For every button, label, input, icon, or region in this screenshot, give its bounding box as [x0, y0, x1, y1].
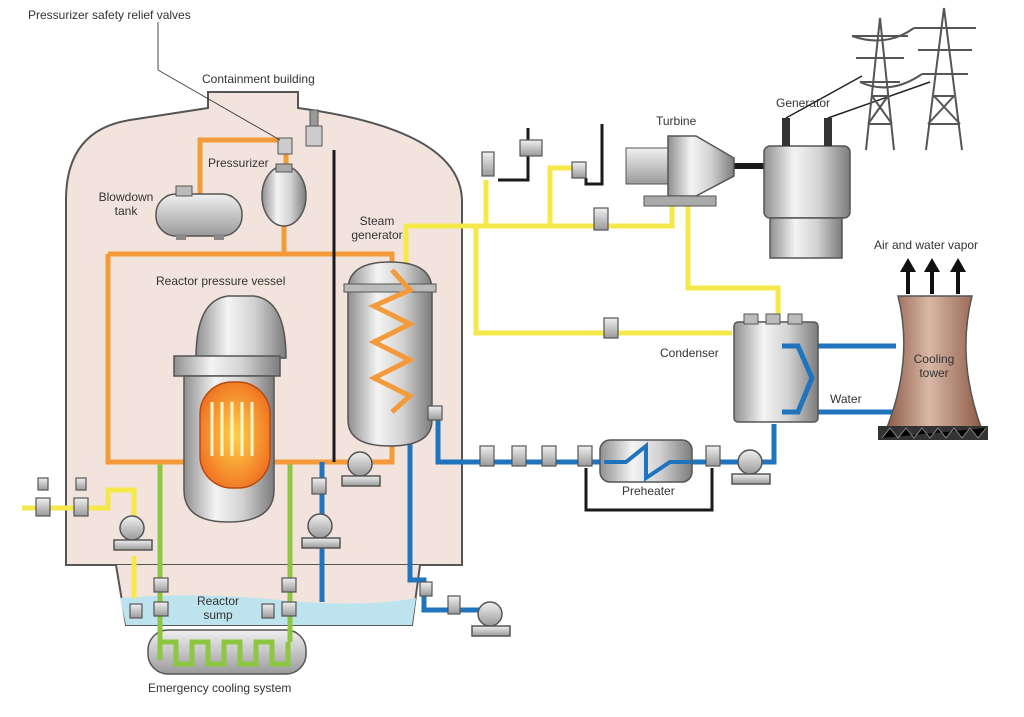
pressurizer-shape: [261, 163, 307, 227]
preheater-shape: [599, 439, 693, 483]
steam-generator-label: Steam generator: [351, 214, 403, 242]
generator-label: Generator: [776, 96, 831, 110]
cooling-tower-shape: [878, 295, 988, 440]
steam-generator-shape: [343, 261, 437, 447]
power-pylons: [851, 7, 976, 151]
relief-valves: [277, 109, 323, 155]
generator-shape: [763, 75, 931, 259]
cooling-tower-label: Cooling tower: [913, 352, 955, 380]
control-lines: [498, 124, 768, 512]
condenser-label: Condenser: [660, 346, 719, 360]
condenser-shape: [733, 313, 819, 423]
preheater-label: Preheater: [622, 484, 675, 498]
turbine-shape: [625, 135, 735, 207]
blowdown-tank-shape: [155, 185, 243, 240]
reactor-sump-label: Reactor sump: [196, 594, 240, 622]
pumps: [113, 449, 771, 637]
pressurizer-safety-relief-valves-label: Pressurizer safety relief valves: [28, 8, 191, 22]
pressurizer-label: Pressurizer: [208, 156, 269, 170]
emergency-cooling-coil: [157, 639, 291, 667]
blowdown-tank-label: Blowdown tank: [98, 190, 154, 218]
turbine-label: Turbine: [656, 114, 697, 128]
water-label: Water: [830, 392, 862, 406]
valves: [35, 139, 721, 619]
vapor-arrows: [900, 258, 966, 294]
emergency-cooling-unit: [147, 629, 307, 675]
air-and-water-vapor-label: Air and water vapor: [874, 238, 979, 252]
emergency-cooling-system-label: Emergency cooling system: [148, 681, 292, 695]
steam-lines: [22, 165, 781, 598]
reactor-pressure-vessel-label: Reactor pressure vessel: [156, 274, 286, 288]
reactor-pressure-vessel-shape: [173, 295, 287, 523]
containment-building-label: Containment building: [202, 72, 315, 86]
